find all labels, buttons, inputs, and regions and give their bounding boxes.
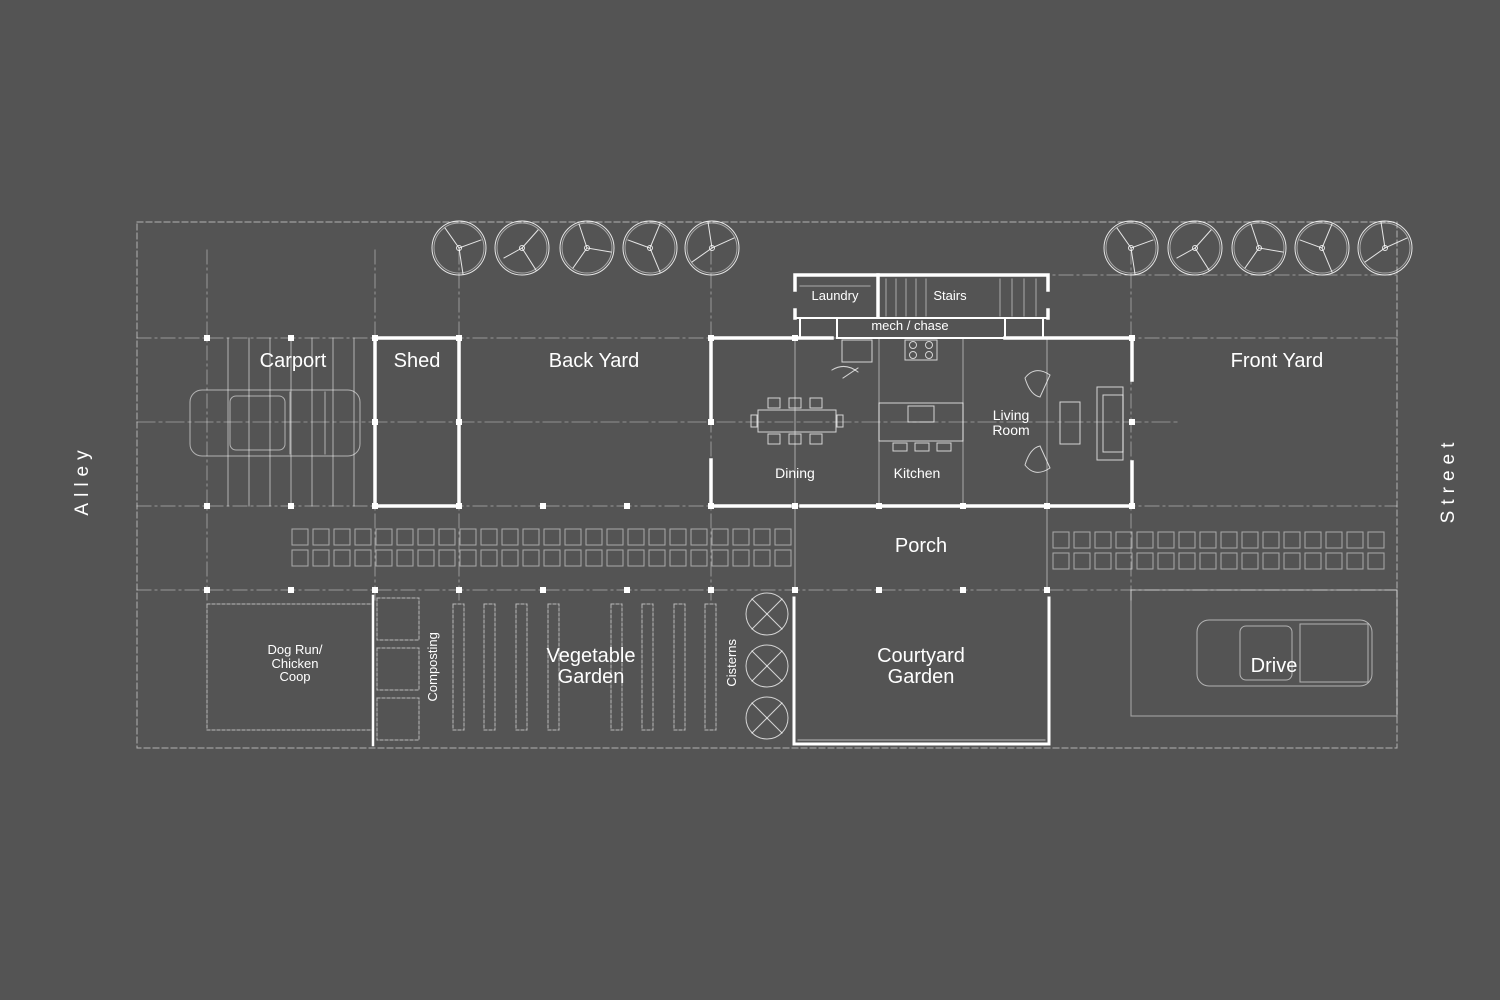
living-room-label: Living Room [992,407,1030,438]
pavers-left [291,528,792,567]
dining-table-icon [750,397,844,445]
drive-area [1130,589,1398,717]
pavers-right [1052,531,1385,570]
kitchen-label: Kitchen [893,465,941,481]
armchair-icon [1024,370,1051,398]
plan-linework [136,220,1413,749]
grid-nodes [204,335,1135,593]
dog-run-label: Dog Run/ Chicken Coop [267,642,323,685]
drive-label: Drive [1250,655,1298,677]
vegetable-garden-label: Vegetable Garden [546,645,636,688]
stairs-label: Stairs [933,288,967,303]
sink-icon [907,405,935,423]
courtyard-garden-label: Courtyard Garden [877,645,965,688]
front-yard-label: Front Yard [1230,350,1324,372]
carport-label: Carport [259,350,327,372]
back-yard-label: Back Yard [548,350,640,372]
mech-chase-label: mech / chase [871,318,949,333]
living-furniture [1024,370,1124,473]
tree-icon [431,220,1413,276]
carport-stripes [227,337,355,507]
porch-label: Porch [894,535,948,557]
composting-label: Composting [425,632,441,702]
cistern-icon [745,592,789,740]
street-label: Street [1438,436,1460,524]
cisterns-label: Cisterns [724,638,740,687]
kitchen-fixtures [831,339,964,452]
garden-beds [206,597,717,741]
courtyard-wall [792,596,1051,746]
property-line [136,221,1398,749]
car-icon [189,389,361,457]
shed-label: Shed [393,350,441,372]
sofa-icon [1096,386,1124,461]
stove-icon [904,339,938,361]
alley-label: Alley [72,444,94,516]
laundry-label: Laundry [811,288,859,303]
pavers [291,528,1385,570]
dining-label: Dining [775,465,815,481]
